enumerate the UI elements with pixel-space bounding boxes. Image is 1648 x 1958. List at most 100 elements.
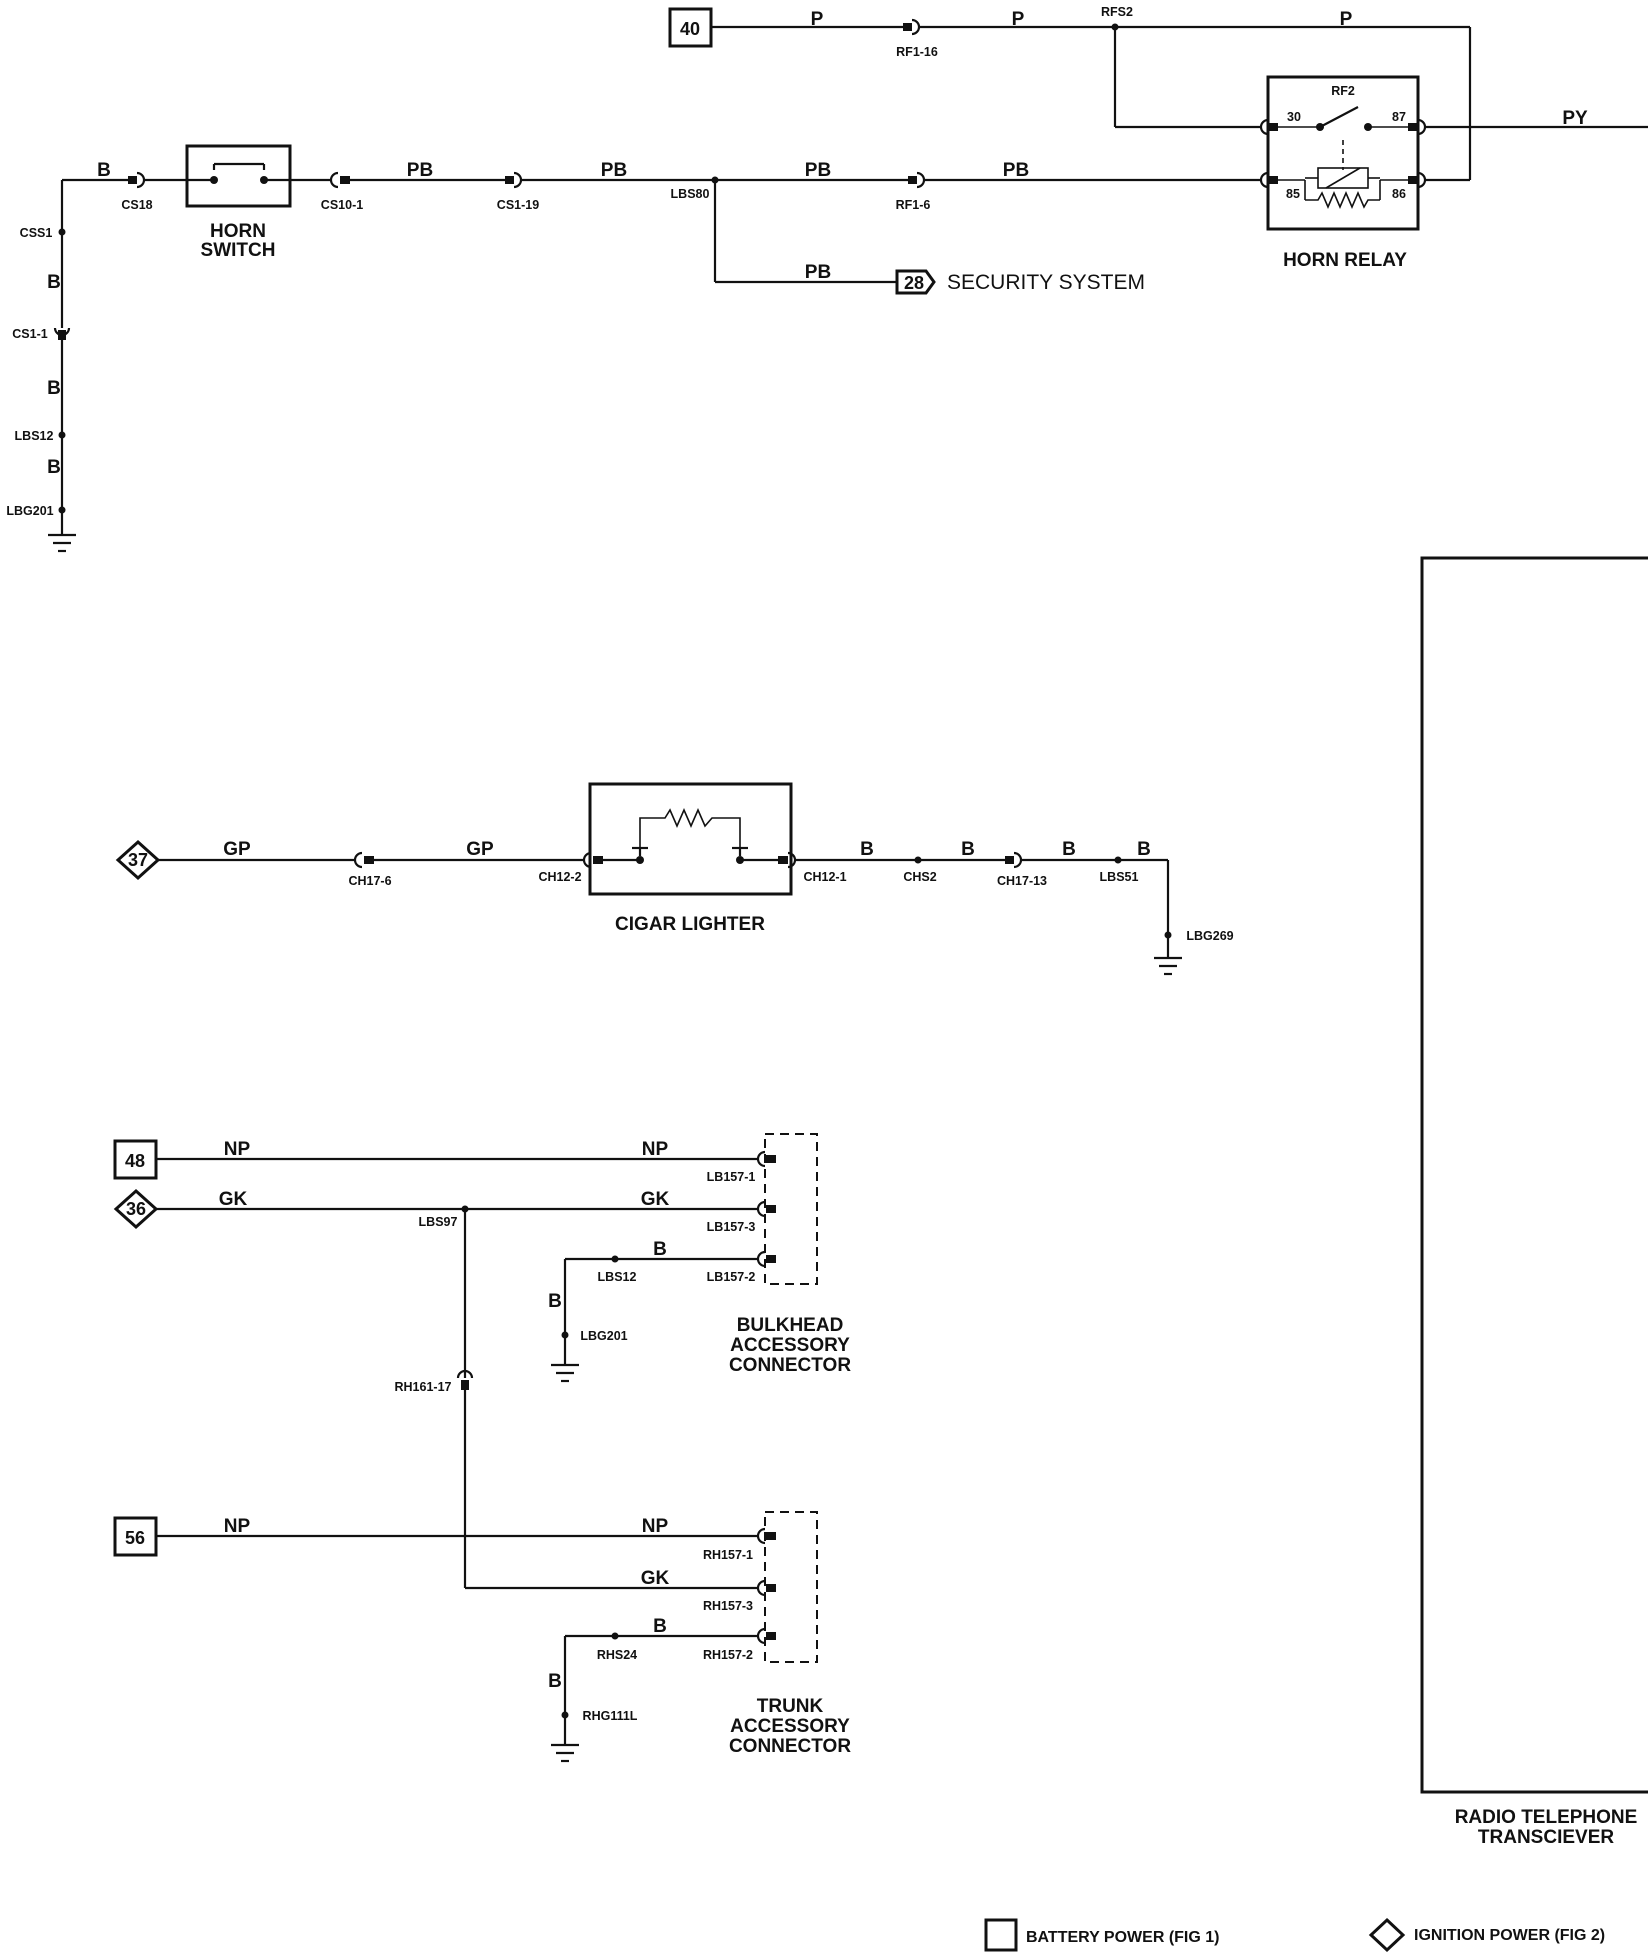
legend-ignition-label: IGNITION POWER (FIG 2) — [1414, 1927, 1605, 1944]
ground-symbol-rhg111l — [551, 1743, 579, 1763]
label-ch12-1: CH12-1 — [803, 870, 846, 884]
wire-label-np-56b: NP — [642, 1516, 669, 1537]
wire-label-b-c2: B — [961, 839, 975, 860]
ground-symbol-lbg269 — [1154, 956, 1182, 976]
relay-id-label: RF2 — [1331, 84, 1355, 98]
wire-label-gk-trunk: GK — [641, 1568, 670, 1589]
relay-pin-85-label: 85 — [1286, 187, 1300, 201]
security-system-label: SECURITY SYSTEM — [947, 271, 1145, 294]
ref-40-label: 40 — [680, 19, 700, 39]
horn-relay-box — [1266, 75, 1420, 231]
trunk-title-2: ACCESSORY — [730, 1716, 850, 1737]
label-rh157-1: RH157-1 — [703, 1548, 753, 1562]
wire-label-b-v1: B — [47, 272, 61, 293]
ref-37-label: 37 — [128, 850, 148, 870]
rh157-2-pin — [766, 1632, 776, 1640]
wire-label-pb-security: PB — [805, 262, 831, 283]
cigar-lighter-title: CIGAR LIGHTER — [615, 914, 765, 935]
legend-ignition-diamond — [1368, 1917, 1406, 1953]
lb157-1-pin — [766, 1155, 776, 1163]
ground-lbg269-point — [1164, 931, 1172, 939]
label-lbs51: LBS51 — [1100, 870, 1139, 884]
wire-label-gk-36a: GK — [219, 1189, 248, 1210]
ref-28-label: 28 — [904, 273, 924, 293]
label-cs18: CS18 — [121, 198, 152, 212]
wire-label-pb-4: PB — [1003, 160, 1029, 181]
label-cs1-1: CS1-1 — [12, 327, 47, 341]
radio-title-1: RADIO TELEPHONE — [1455, 1807, 1638, 1828]
wire-label-p-1: P — [811, 9, 824, 30]
radio-telephone-transceiver: RADIO TELEPHONE TRANSCIEVER — [1420, 556, 1648, 1848]
rh157-1-pin — [766, 1532, 776, 1540]
ref-48-label: 48 — [125, 1151, 145, 1171]
label-rh161-17: RH161-17 — [395, 1380, 452, 1394]
relay-pin-30 — [1268, 123, 1278, 131]
connector-rf1-16-socket — [911, 18, 921, 36]
ignition-power-ref-37 — [115, 839, 161, 881]
label-lb157-1: LB157-1 — [707, 1170, 756, 1184]
trunk-title-1: TRUNK — [757, 1696, 824, 1717]
wire-label-p-3: P — [1340, 9, 1353, 30]
trunk-title-3: CONNECTOR — [729, 1736, 851, 1757]
label-cs1-19: CS1-19 — [497, 198, 539, 212]
wire-label-gk-36b: GK — [641, 1189, 670, 1210]
legend-battery-label: BATTERY POWER (FIG 1) — [1026, 1929, 1219, 1946]
wire-label-np-48b: NP — [642, 1139, 669, 1160]
label-lbg201-bh: LBG201 — [580, 1329, 627, 1343]
label-lb157-2: LB157-2 — [707, 1270, 756, 1284]
label-cs10-1: CS10-1 — [321, 198, 363, 212]
horn-circuit: 40 P P P RF1-16 RFS2 RF2 — [6, 5, 1648, 553]
bulkhead-connector-box — [764, 1133, 818, 1285]
horn-switch-box — [185, 144, 292, 208]
wire-label-b-c1: B — [860, 839, 874, 860]
relay-resistor — [1305, 190, 1380, 210]
wire-label-b-v3: B — [47, 457, 61, 478]
label-lbs80: LBS80 — [671, 187, 710, 201]
wire-label-pb-3: PB — [805, 160, 831, 181]
label-rf1-16: RF1-16 — [896, 45, 938, 59]
connector-ch17-6 — [353, 851, 363, 869]
label-ch12-2: CH12-2 — [538, 870, 581, 884]
label-rh157-2: RH157-2 — [703, 1648, 753, 1662]
ground-symbol-lbg201-bh — [551, 1363, 579, 1383]
rh157-3-pin — [766, 1584, 776, 1592]
splice-lbs51 — [1114, 856, 1122, 864]
wire-label-b-c3: B — [1062, 839, 1076, 860]
splice-chs2 — [914, 856, 922, 864]
connector-cs1-19-pin — [505, 176, 514, 184]
connector-cs18-pin — [128, 176, 137, 184]
splice-lbs12-top — [58, 431, 66, 439]
connector-rf1-6-pin — [908, 176, 917, 184]
splice-rhs24 — [611, 1632, 619, 1640]
radio-title-2: TRANSCIEVER — [1478, 1827, 1614, 1848]
ground-lbg201-bh-point — [561, 1331, 569, 1339]
wire-label-pb-1: PB — [407, 160, 433, 181]
horn-switch-title-1: HORN — [210, 221, 266, 242]
label-ch17-6: CH17-6 — [348, 874, 391, 888]
relay-pin-85 — [1268, 176, 1278, 184]
relay-pin-86 — [1408, 176, 1418, 184]
label-lbs97: LBS97 — [419, 1215, 458, 1229]
trunk-connector-box — [764, 1511, 818, 1663]
ignition-power-ref-36 — [113, 1188, 159, 1230]
radio-transceiver-box — [1420, 556, 1648, 1794]
wire-label-b-trunk-vertical: B — [548, 1671, 562, 1692]
relay-pin-30-label: 30 — [1287, 110, 1301, 124]
connector-cs10-1 — [329, 171, 339, 189]
splice-lbs12-bh — [611, 1255, 619, 1263]
legend: BATTERY POWER (FIG 1) IGNITION POWER (FI… — [984, 1917, 1605, 1953]
connector-rf1-16-pin — [903, 23, 912, 31]
wire-label-b-bulkhead-vertical: B — [548, 1291, 562, 1312]
label-lbg269: LBG269 — [1186, 929, 1233, 943]
label-chs2: CHS2 — [903, 870, 936, 884]
security-system-ref-28 — [895, 269, 936, 295]
cigar-lighter-box — [588, 782, 793, 896]
wire-label-b-trunk: B — [653, 1616, 667, 1637]
wire-label-b-cs18: B — [97, 160, 111, 181]
label-rfs2: RFS2 — [1101, 5, 1133, 19]
label-rf1-6: RF1-6 — [896, 198, 931, 212]
label-lbs12-bh: LBS12 — [598, 1270, 637, 1284]
wire-label-gp-2: GP — [466, 839, 494, 860]
ref-36-label: 36 — [126, 1199, 146, 1219]
